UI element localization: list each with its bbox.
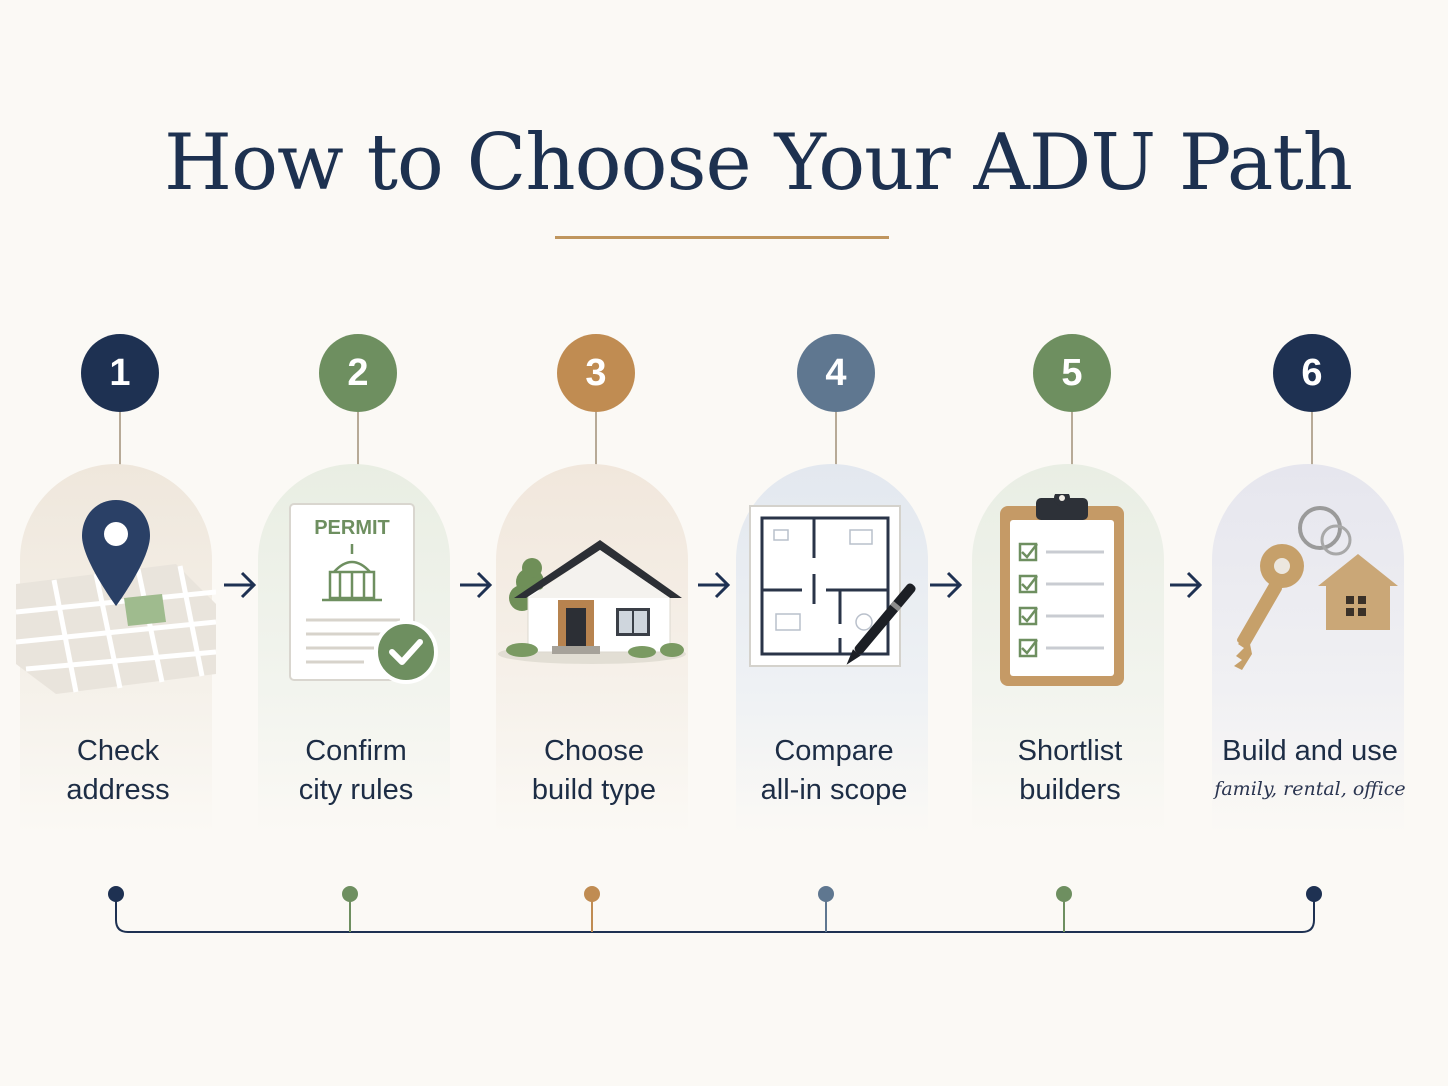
permit-text: PERMIT <box>314 517 390 539</box>
step-number-badge: 2 <box>319 334 397 412</box>
floor-plan-pen-icon <box>749 505 916 667</box>
step-number-badge: 1 <box>81 334 159 412</box>
step-label-line2: builders <box>1019 774 1121 806</box>
clipboard-checklist-icon <box>1000 494 1124 686</box>
step-label-line2: build type <box>531 774 657 806</box>
step-label-line2: all-in scope <box>760 774 908 806</box>
step-label-line1: Shortlist <box>1017 735 1123 767</box>
step-label-line1: Compare <box>774 735 894 767</box>
arrow-right-icon <box>224 571 257 599</box>
step-number-badge: 3 <box>557 334 635 412</box>
timeline-dot <box>584 886 600 902</box>
title-underline <box>555 236 889 239</box>
arrow-right-icon <box>698 571 731 599</box>
step-subtitle: family, rental, office <box>1214 778 1406 800</box>
timeline-line <box>115 894 1315 933</box>
step-label-line2: city rules <box>298 774 414 806</box>
permit-document-icon: PERMIT <box>289 503 438 684</box>
map-pin-icon <box>16 500 216 694</box>
step-number-badge: 4 <box>797 334 875 412</box>
step-connector <box>119 412 121 466</box>
page-title: How to Choose Your ADU Path <box>164 118 1353 208</box>
timeline <box>108 886 1322 933</box>
arrow-right-icon <box>930 571 963 599</box>
step-connector <box>357 412 359 466</box>
timeline-dot <box>818 886 834 902</box>
step-label-line1: Check <box>76 735 160 767</box>
house-icon <box>498 540 686 664</box>
timeline-dot <box>1306 886 1322 902</box>
step-number-badge: 6 <box>1273 334 1351 412</box>
step-label-line1: Build and use <box>1222 735 1398 767</box>
step-number-badge: 5 <box>1033 334 1111 412</box>
step-connector <box>835 412 837 466</box>
timeline-dot <box>108 886 124 902</box>
timeline-dot <box>1056 886 1072 902</box>
step-connector <box>1071 412 1073 466</box>
step-connector <box>1311 412 1313 466</box>
step-label-line1: Choose <box>544 735 644 767</box>
arrow-right-icon <box>460 571 493 599</box>
step-connector <box>595 412 597 466</box>
timeline-dot <box>342 886 358 902</box>
step-label-line1: Confirm <box>305 735 407 767</box>
step-label-line2: address <box>66 774 170 806</box>
house-key-icon <box>1234 506 1398 670</box>
arrow-right-icon <box>1170 571 1203 599</box>
